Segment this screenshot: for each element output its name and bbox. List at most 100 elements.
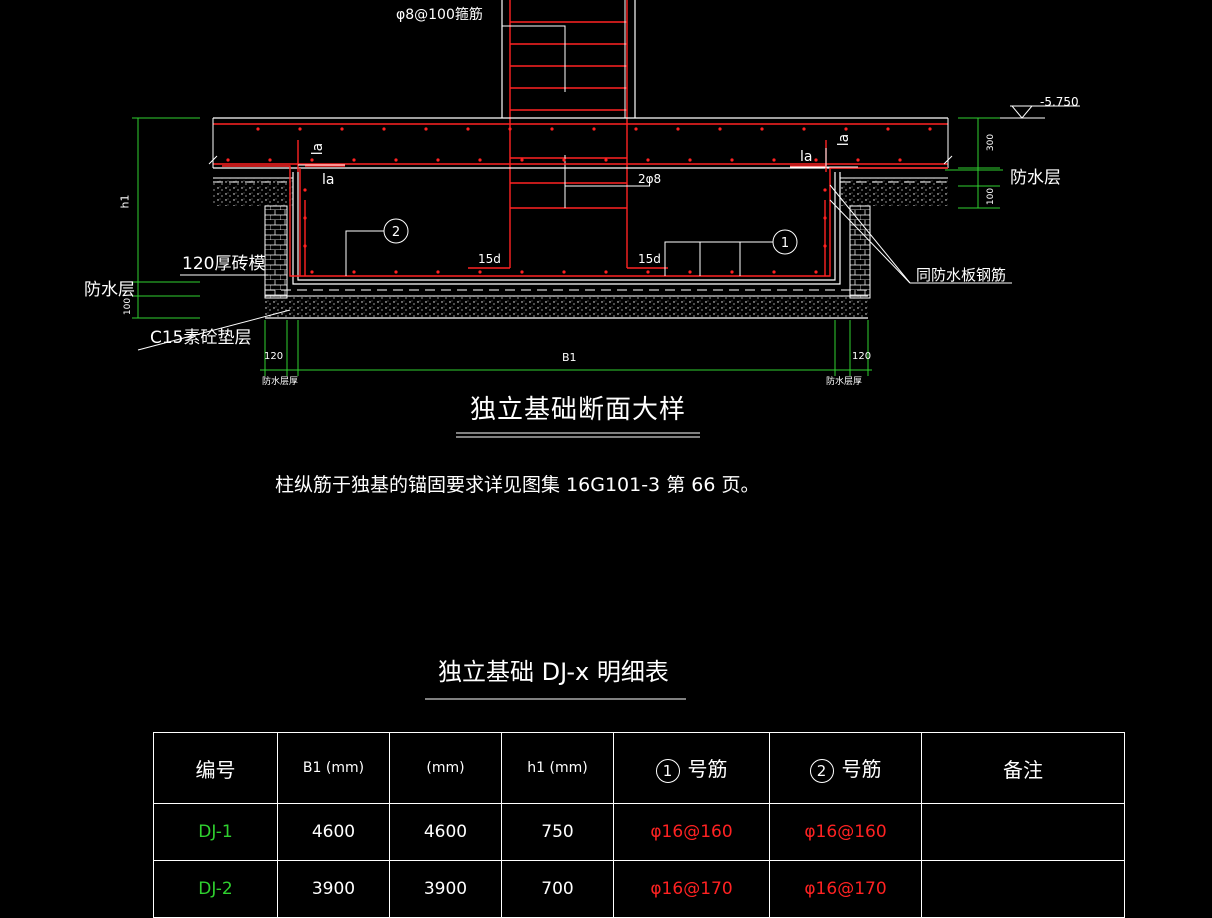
rebar-dot [634, 127, 638, 131]
rebar-dot [303, 188, 307, 192]
rebar-dot [823, 188, 827, 192]
rebar-dot [310, 158, 314, 162]
circle-1-icon: 1 [655, 759, 680, 783]
rebar-dot [760, 127, 764, 131]
rebar-dot [772, 158, 776, 162]
anchorage-note: 柱纵筋于独基的锚固要求详见图集 16G101-3 第 66 页。 [275, 474, 760, 496]
rebar-dot [772, 270, 776, 274]
rebar-dot [310, 270, 314, 274]
header-note: 备注 [921, 732, 1125, 804]
rebar-dot [303, 216, 307, 220]
cell-h1: 700 [501, 860, 614, 918]
la-label-3: la [800, 149, 813, 165]
rebar-dot [688, 270, 692, 274]
length-15d-right: 15d [638, 252, 661, 266]
elevation-mark [1000, 105, 1080, 119]
la-label-1: la [310, 142, 327, 156]
cell-b1: 4600 [277, 803, 390, 861]
header-b2: (mm) [389, 732, 502, 804]
header-id: 编号 [153, 732, 278, 804]
cell-id: DJ-2 [153, 860, 278, 918]
foundation-section-drawing: 2 1 [132, 0, 1080, 700]
rebar-dot [730, 270, 734, 274]
rebar-dot [688, 158, 692, 162]
rebar-dot [562, 158, 566, 162]
rebar-dot [382, 127, 386, 131]
rebar-dot [466, 127, 470, 131]
header-bar1-label: 号筋 [687, 757, 728, 781]
rebar-dot [730, 158, 734, 162]
dim-120-left: 120 [264, 351, 284, 362]
table-title: 独立基础 DJ-x 明细表 [438, 658, 669, 686]
layers [213, 177, 948, 319]
header-bar2-label: 号筋 [841, 757, 882, 781]
rebar-dot [303, 244, 307, 248]
dimension-lines [132, 117, 1003, 376]
rebar-dot [928, 127, 932, 131]
same-as-slab-label: 同防水板钢筋 [916, 266, 1007, 284]
elevation-label: -5.750 [1040, 95, 1079, 109]
header-bar2: 2 号筋 [769, 732, 922, 804]
rebar-dot [520, 270, 524, 274]
rebar-dot [814, 158, 818, 162]
rebar-dot [592, 127, 596, 131]
rebar-dot [508, 127, 512, 131]
pit-outline [292, 172, 841, 285]
rebar-dot [802, 127, 806, 131]
circle-2-icon: 2 [809, 759, 834, 783]
rebar-dot [823, 216, 827, 220]
rebar-dot [436, 270, 440, 274]
stirrup-label: φ8@100箍筋 [396, 7, 483, 23]
table-row: DJ-1 4600 4600 750 φ16@160 φ16@160 [153, 803, 1125, 861]
cell-note [921, 803, 1125, 861]
rebar-dot [562, 270, 566, 274]
length-15d-left: 15d [478, 252, 501, 266]
cell-bar1: φ16@160 [613, 803, 770, 861]
bar-marker-1: 1 [664, 229, 798, 276]
cell-b1: 3900 [277, 860, 390, 918]
rebar-dot [394, 158, 398, 162]
dim-100-right: 100 [986, 187, 997, 206]
rebar-dot [226, 158, 230, 162]
rebar-dot [823, 244, 827, 248]
rebar-dot [394, 270, 398, 274]
header-b1: B1 (mm) [277, 732, 390, 804]
rebar-dot [844, 127, 848, 131]
dim-b1: B1 [562, 351, 577, 364]
cell-b2: 3900 [389, 860, 502, 918]
cell-bar2: φ16@160 [769, 803, 922, 861]
la-label-2: la [322, 172, 335, 188]
header-bar1: 1 号筋 [613, 732, 770, 804]
rebar-dot [856, 158, 860, 162]
rebar-dot [646, 270, 650, 274]
cell-id: DJ-1 [153, 803, 278, 861]
cell-b2: 4600 [389, 803, 502, 861]
title-underlines [425, 432, 700, 700]
rebar-dots [226, 127, 932, 274]
la-leaders [298, 148, 858, 168]
rebar-dot [256, 127, 260, 131]
brick-mold-label: 120厚砖模 [182, 254, 266, 274]
rebar-dot [424, 127, 428, 131]
cell-h1: 750 [501, 803, 614, 861]
rebar-dot [646, 158, 650, 162]
brick-molds [264, 205, 871, 299]
cell-bar2: φ16@170 [769, 860, 922, 918]
rebar-dot [604, 270, 608, 274]
la-label-4: la [836, 133, 853, 147]
dim-120-right: 120 [852, 351, 872, 362]
rebar-dot [676, 127, 680, 131]
rebar-dot [478, 270, 482, 274]
cell-bar1: φ16@170 [613, 860, 770, 918]
rebar-dot [436, 158, 440, 162]
cushion-label: C15素砼垫层 [150, 328, 252, 348]
rebar-dot [352, 270, 356, 274]
rebar-dot [352, 158, 356, 162]
bar-label-2phi8: 2φ8 [638, 172, 662, 186]
cell-note [921, 860, 1125, 918]
leader-same-as-slab [829, 184, 1012, 284]
dim-300: 300 [986, 133, 997, 152]
bar-marker-2: 2 [345, 218, 409, 276]
